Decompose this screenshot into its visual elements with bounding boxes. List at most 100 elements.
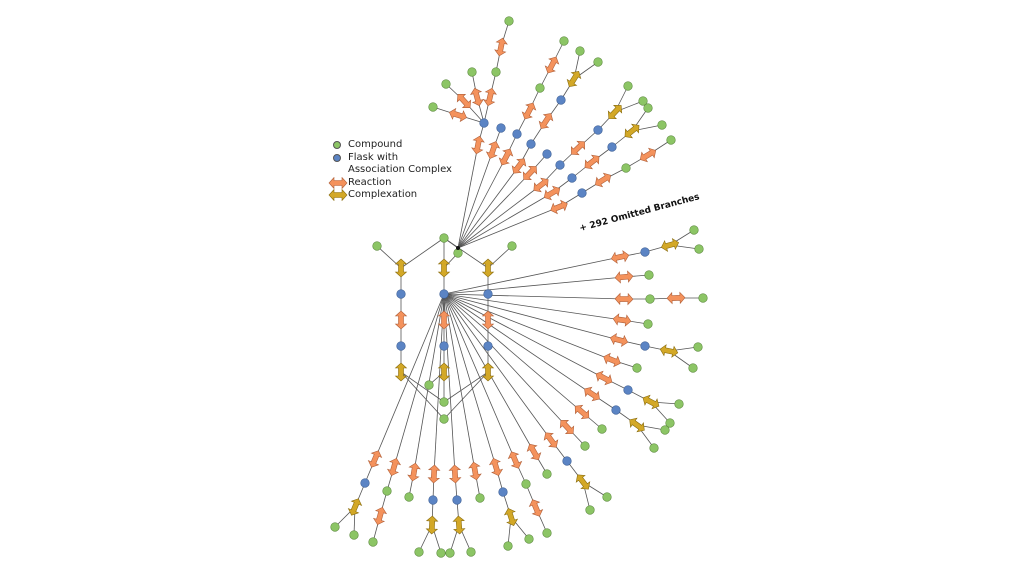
flask-node	[498, 487, 508, 497]
reaction-node	[456, 94, 472, 108]
reaction-node	[543, 432, 559, 448]
reaction-node	[666, 291, 686, 305]
edge	[457, 172, 531, 249]
reaction-node	[533, 177, 549, 193]
edge	[457, 192, 553, 249]
edge	[443, 293, 516, 461]
edge	[457, 165, 520, 249]
flask-node	[396, 341, 406, 351]
reaction-node	[372, 506, 388, 526]
reaction-node	[483, 87, 497, 107]
reaction-node	[386, 457, 402, 477]
edge	[400, 237, 445, 269]
flask-node	[562, 456, 572, 466]
compound-node	[491, 67, 501, 77]
compound-node	[688, 363, 698, 373]
reaction-node	[610, 250, 630, 264]
compound-node	[441, 79, 451, 89]
reaction-node	[571, 140, 585, 156]
edge	[443, 293, 623, 321]
flask-node	[567, 173, 577, 183]
reaction-node	[595, 172, 611, 188]
compound-node	[445, 548, 455, 558]
reaction-node	[614, 270, 634, 284]
flask-node	[496, 123, 506, 133]
compound-node	[645, 294, 655, 304]
edge	[443, 293, 583, 413]
compound-node	[372, 241, 382, 251]
reaction-node	[469, 87, 485, 107]
compound-node	[349, 530, 359, 540]
reaction-node	[481, 310, 495, 330]
reaction-node	[559, 420, 575, 434]
compound-node	[542, 528, 552, 538]
edge	[443, 293, 568, 428]
reaction-node	[488, 457, 504, 477]
compound-node	[638, 96, 648, 106]
legend-item-flask-line2: Association Complex	[348, 164, 452, 175]
reaction-node	[427, 464, 441, 484]
compound-node	[657, 120, 667, 130]
edge	[374, 293, 445, 460]
compound-node	[439, 397, 449, 407]
complexation-node	[437, 362, 451, 382]
compound-node	[580, 441, 590, 451]
reaction-node	[498, 148, 514, 166]
reaction-node	[584, 386, 600, 402]
legend-item-compound: Compound	[328, 139, 452, 152]
compound-node	[674, 399, 684, 409]
compound-node	[467, 67, 477, 77]
reaction-node	[449, 107, 467, 123]
reaction-node	[521, 102, 537, 120]
nodes	[330, 16, 708, 558]
edge	[443, 293, 497, 468]
complexation-marker-icon	[328, 188, 348, 202]
complexation-node	[575, 474, 591, 490]
reaction-node	[544, 56, 560, 74]
compound-node	[382, 486, 392, 496]
edge	[457, 149, 494, 249]
compound-node	[643, 103, 653, 113]
reaction-node	[609, 332, 629, 348]
flask-node	[396, 289, 406, 299]
compound-node	[643, 319, 653, 329]
complexation-node	[452, 515, 466, 535]
flask-node	[577, 188, 587, 198]
compound-node	[623, 81, 633, 91]
compound-node	[436, 548, 446, 558]
edge	[443, 293, 593, 395]
complexation-node	[566, 71, 582, 87]
reaction-node	[614, 292, 634, 306]
compound-node	[535, 83, 545, 93]
flask-node	[611, 405, 621, 415]
flask-node	[526, 139, 536, 149]
compound-node	[439, 233, 449, 243]
compound-node	[542, 469, 552, 479]
reaction-node	[595, 370, 613, 386]
complexation-node	[660, 237, 680, 253]
complexation-node	[425, 515, 439, 535]
edge	[443, 293, 620, 341]
compound-node	[602, 492, 612, 502]
edge	[393, 293, 445, 468]
compound-node	[597, 424, 607, 434]
hub-node	[456, 246, 460, 250]
complexation-node	[503, 508, 519, 526]
compound-node	[424, 380, 434, 390]
reaction-node	[639, 147, 657, 163]
flask-node	[623, 385, 633, 395]
edge	[457, 184, 542, 249]
compound-node	[414, 547, 424, 557]
flask-node	[483, 341, 493, 351]
edge	[443, 293, 613, 361]
edge	[457, 144, 479, 249]
reaction-node	[485, 141, 501, 159]
reaction-node	[448, 464, 462, 484]
complexation-node	[642, 394, 660, 410]
complexation-node	[629, 417, 645, 433]
complexation-node	[437, 258, 451, 278]
reaction-node	[538, 113, 554, 129]
compound-node	[585, 505, 595, 515]
reaction-node	[526, 443, 542, 461]
